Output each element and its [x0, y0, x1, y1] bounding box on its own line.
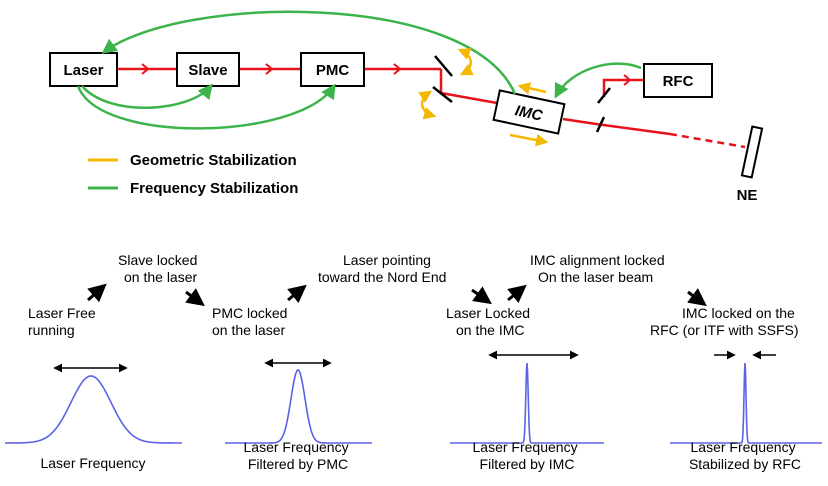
frequency-feedback-loops	[76, 10, 642, 130]
step-5-label: Laser Locked on the IMC	[446, 305, 534, 338]
slave-box	[176, 52, 240, 87]
curve-free-running	[5, 375, 182, 444]
step-4-label: Laser pointing toward the Nord End	[318, 252, 446, 285]
step-1-label: Laser Free running	[28, 305, 100, 338]
laser-to-pmc-loop	[76, 83, 336, 130]
seq-arrow-3	[287, 284, 307, 304]
caption-2: Laser Frequency Filtered by PMC	[244, 439, 353, 472]
legend: Geometric Stabilization Frequency Stabil…	[88, 152, 298, 197]
seq-arrow-1	[87, 283, 107, 303]
caption-1: Laser Frequency	[40, 455, 145, 471]
imc-upper-alignment	[517, 82, 547, 95]
geometric-alignment-marks	[418, 48, 549, 147]
linewidth-indicators	[53, 350, 776, 373]
laser-to-slave-loop	[81, 83, 213, 110]
beam-direction-marks	[141, 63, 632, 86]
caption-3: Laser Frequency Filtered by IMC	[473, 439, 582, 472]
seq-arrow-2	[185, 288, 205, 307]
seq-arrow-4	[471, 286, 492, 305]
mirror1-alignment	[457, 48, 474, 76]
curve-rfc-stabilized	[670, 362, 822, 444]
ne-mirror	[740, 125, 764, 179]
curve-pmc-filtered	[225, 369, 372, 444]
curve-imc-filtered	[450, 362, 604, 444]
imc-to-laser-loop	[101, 10, 517, 95]
step-3-label: PMC locked on the laser	[212, 305, 291, 338]
seq-arrow-5	[507, 284, 527, 304]
ne-label: NE	[737, 187, 758, 204]
laser-beam	[117, 67, 746, 149]
legend-geometric-label: Geometric Stabilization	[130, 152, 297, 169]
pmc-box	[300, 52, 365, 87]
imc-lower-alignment	[509, 133, 549, 147]
caption-4: Laser Frequency Stabilized by RFC	[689, 439, 801, 472]
mirror2-alignment	[418, 90, 437, 120]
optical-setup: Laser Slave PMC IMC RFC NE	[49, 10, 764, 204]
step-7-label: IMC locked on the RFC (or ITF with SSFS)	[650, 305, 799, 338]
rfc-label: RFC	[663, 73, 694, 90]
pmc-label: PMC	[316, 62, 350, 79]
legend-frequency-label: Frequency Stabilization	[130, 180, 298, 197]
sequence-arrows	[87, 283, 707, 307]
step-2-label: Slave locked on the laser	[118, 252, 201, 285]
lock-sequence: Laser Free running Slave locked on the l…	[5, 252, 822, 472]
seq-arrow-6	[687, 288, 707, 307]
imc-box: IMC	[492, 89, 566, 135]
frequency-curves	[5, 362, 822, 444]
laser-label: Laser	[63, 62, 103, 79]
step-6-label: IMC alignment locked On the laser beam	[530, 252, 669, 285]
steering-mirrors	[432, 55, 611, 133]
rfc-to-imc-loop	[554, 62, 642, 99]
imc-label: IMC	[513, 102, 545, 125]
rfc-box	[643, 63, 713, 98]
slave-label: Slave	[188, 62, 227, 79]
